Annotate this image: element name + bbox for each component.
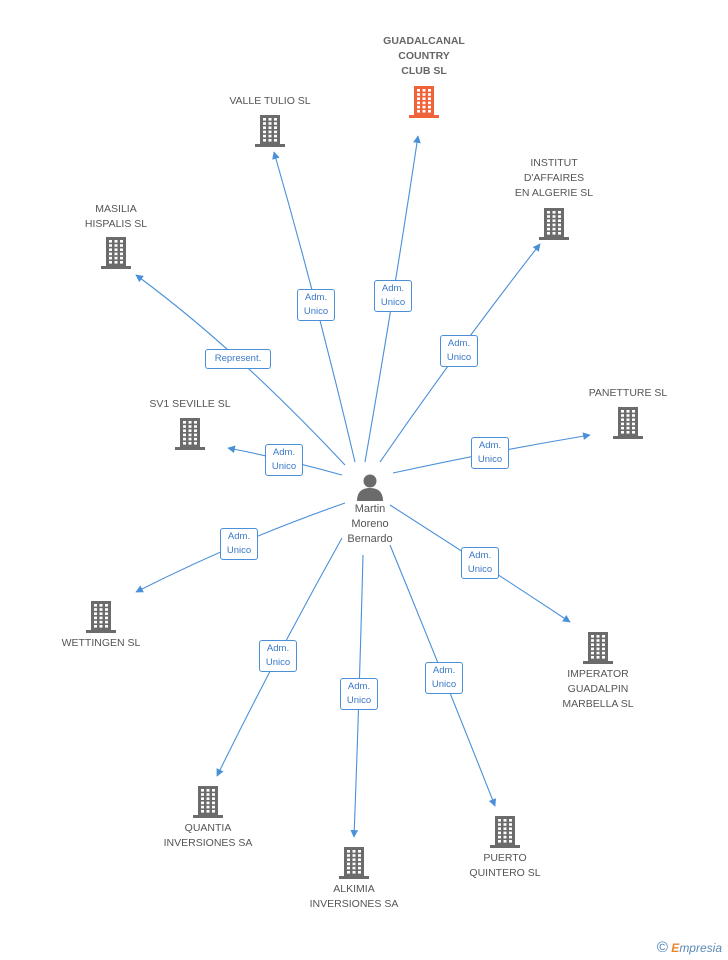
building-icon bbox=[175, 418, 205, 450]
company-name: INSTITUT D'AFFAIRES EN ALGERIE SL bbox=[514, 157, 594, 199]
building-icon bbox=[613, 407, 643, 439]
company-name: SV1 SEVILLE SL bbox=[149, 398, 231, 410]
company-name: MASILIA HISPALIS SL bbox=[84, 203, 148, 230]
brand-initial: E bbox=[671, 941, 680, 955]
building-icon bbox=[583, 632, 613, 664]
company-node-quantia[interactable]: QUANTIA INVERSIONES SA bbox=[128, 785, 288, 851]
center-person-node[interactable]: Martin Moreno Bernardo bbox=[310, 472, 430, 547]
company-node-alkimia[interactable]: ALKIMIA INVERSIONES SA bbox=[274, 846, 434, 912]
relation-label-panetture[interactable]: Adm. Unico bbox=[471, 437, 509, 469]
company-name: VALLE TULIO SL bbox=[229, 95, 311, 107]
building-icon bbox=[101, 237, 131, 269]
building-icon bbox=[409, 86, 439, 118]
relation-label-guadalcanal[interactable]: Adm. Unico bbox=[374, 280, 412, 312]
relation-label-valle-tulio[interactable]: Adm. Unico bbox=[297, 289, 335, 321]
building-icon bbox=[539, 208, 569, 240]
company-node-valle-tulio[interactable]: VALLE TULIO SL bbox=[190, 94, 350, 148]
company-name: ALKIMIA INVERSIONES SA bbox=[309, 883, 399, 910]
relation-label-puerto[interactable]: Adm. Unico bbox=[425, 662, 463, 694]
building-icon bbox=[86, 601, 116, 633]
company-node-wettingen[interactable]: WETTINGEN SL bbox=[21, 600, 181, 651]
company-name: PANETTURE SL bbox=[588, 387, 668, 399]
footer-brand: © Empresia bbox=[657, 939, 722, 956]
relation-label-institut[interactable]: Adm. Unico bbox=[440, 335, 478, 367]
company-name: GUADALCANAL COUNTRY CLUB SL bbox=[383, 35, 465, 77]
relation-label-quantia[interactable]: Adm. Unico bbox=[259, 640, 297, 672]
building-icon bbox=[339, 847, 369, 879]
company-node-institut[interactable]: INSTITUT D'AFFAIRES EN ALGERIE SL bbox=[474, 156, 634, 241]
company-node-sv1[interactable]: SV1 SEVILLE SL bbox=[110, 397, 270, 451]
company-node-masilia[interactable]: MASILIA HISPALIS SL bbox=[36, 202, 196, 270]
center-person-name: Martin Moreno Bernardo bbox=[347, 503, 393, 545]
building-icon bbox=[255, 115, 285, 147]
building-icon bbox=[193, 786, 223, 818]
relation-label-alkimia[interactable]: Adm. Unico bbox=[340, 678, 378, 710]
copyright-symbol: © bbox=[656, 939, 668, 956]
company-node-panetture[interactable]: PANETTURE SL bbox=[548, 386, 708, 440]
company-node-puerto[interactable]: PUERTO QUINTERO SL bbox=[425, 815, 585, 881]
company-name: QUANTIA INVERSIONES SA bbox=[163, 822, 253, 849]
company-name: PUERTO QUINTERO SL bbox=[469, 852, 541, 879]
brand-name: mpresia bbox=[679, 941, 722, 955]
company-node-imperator[interactable]: IMPERATOR GUADALPIN MARBELLA SL bbox=[518, 631, 678, 712]
company-node-guadalcanal[interactable]: GUADALCANAL COUNTRY CLUB SL bbox=[344, 34, 504, 119]
person-icon bbox=[357, 474, 383, 501]
company-name: IMPERATOR GUADALPIN MARBELLA SL bbox=[562, 668, 634, 710]
relation-label-wettingen[interactable]: Adm. Unico bbox=[220, 528, 258, 560]
relation-label-imperator[interactable]: Adm. Unico bbox=[461, 547, 499, 579]
company-name: WETTINGEN SL bbox=[61, 637, 141, 649]
relation-label-sv1[interactable]: Adm. Unico bbox=[265, 444, 303, 476]
building-icon bbox=[490, 816, 520, 848]
relation-label-masilia[interactable]: Represent. bbox=[205, 349, 271, 369]
